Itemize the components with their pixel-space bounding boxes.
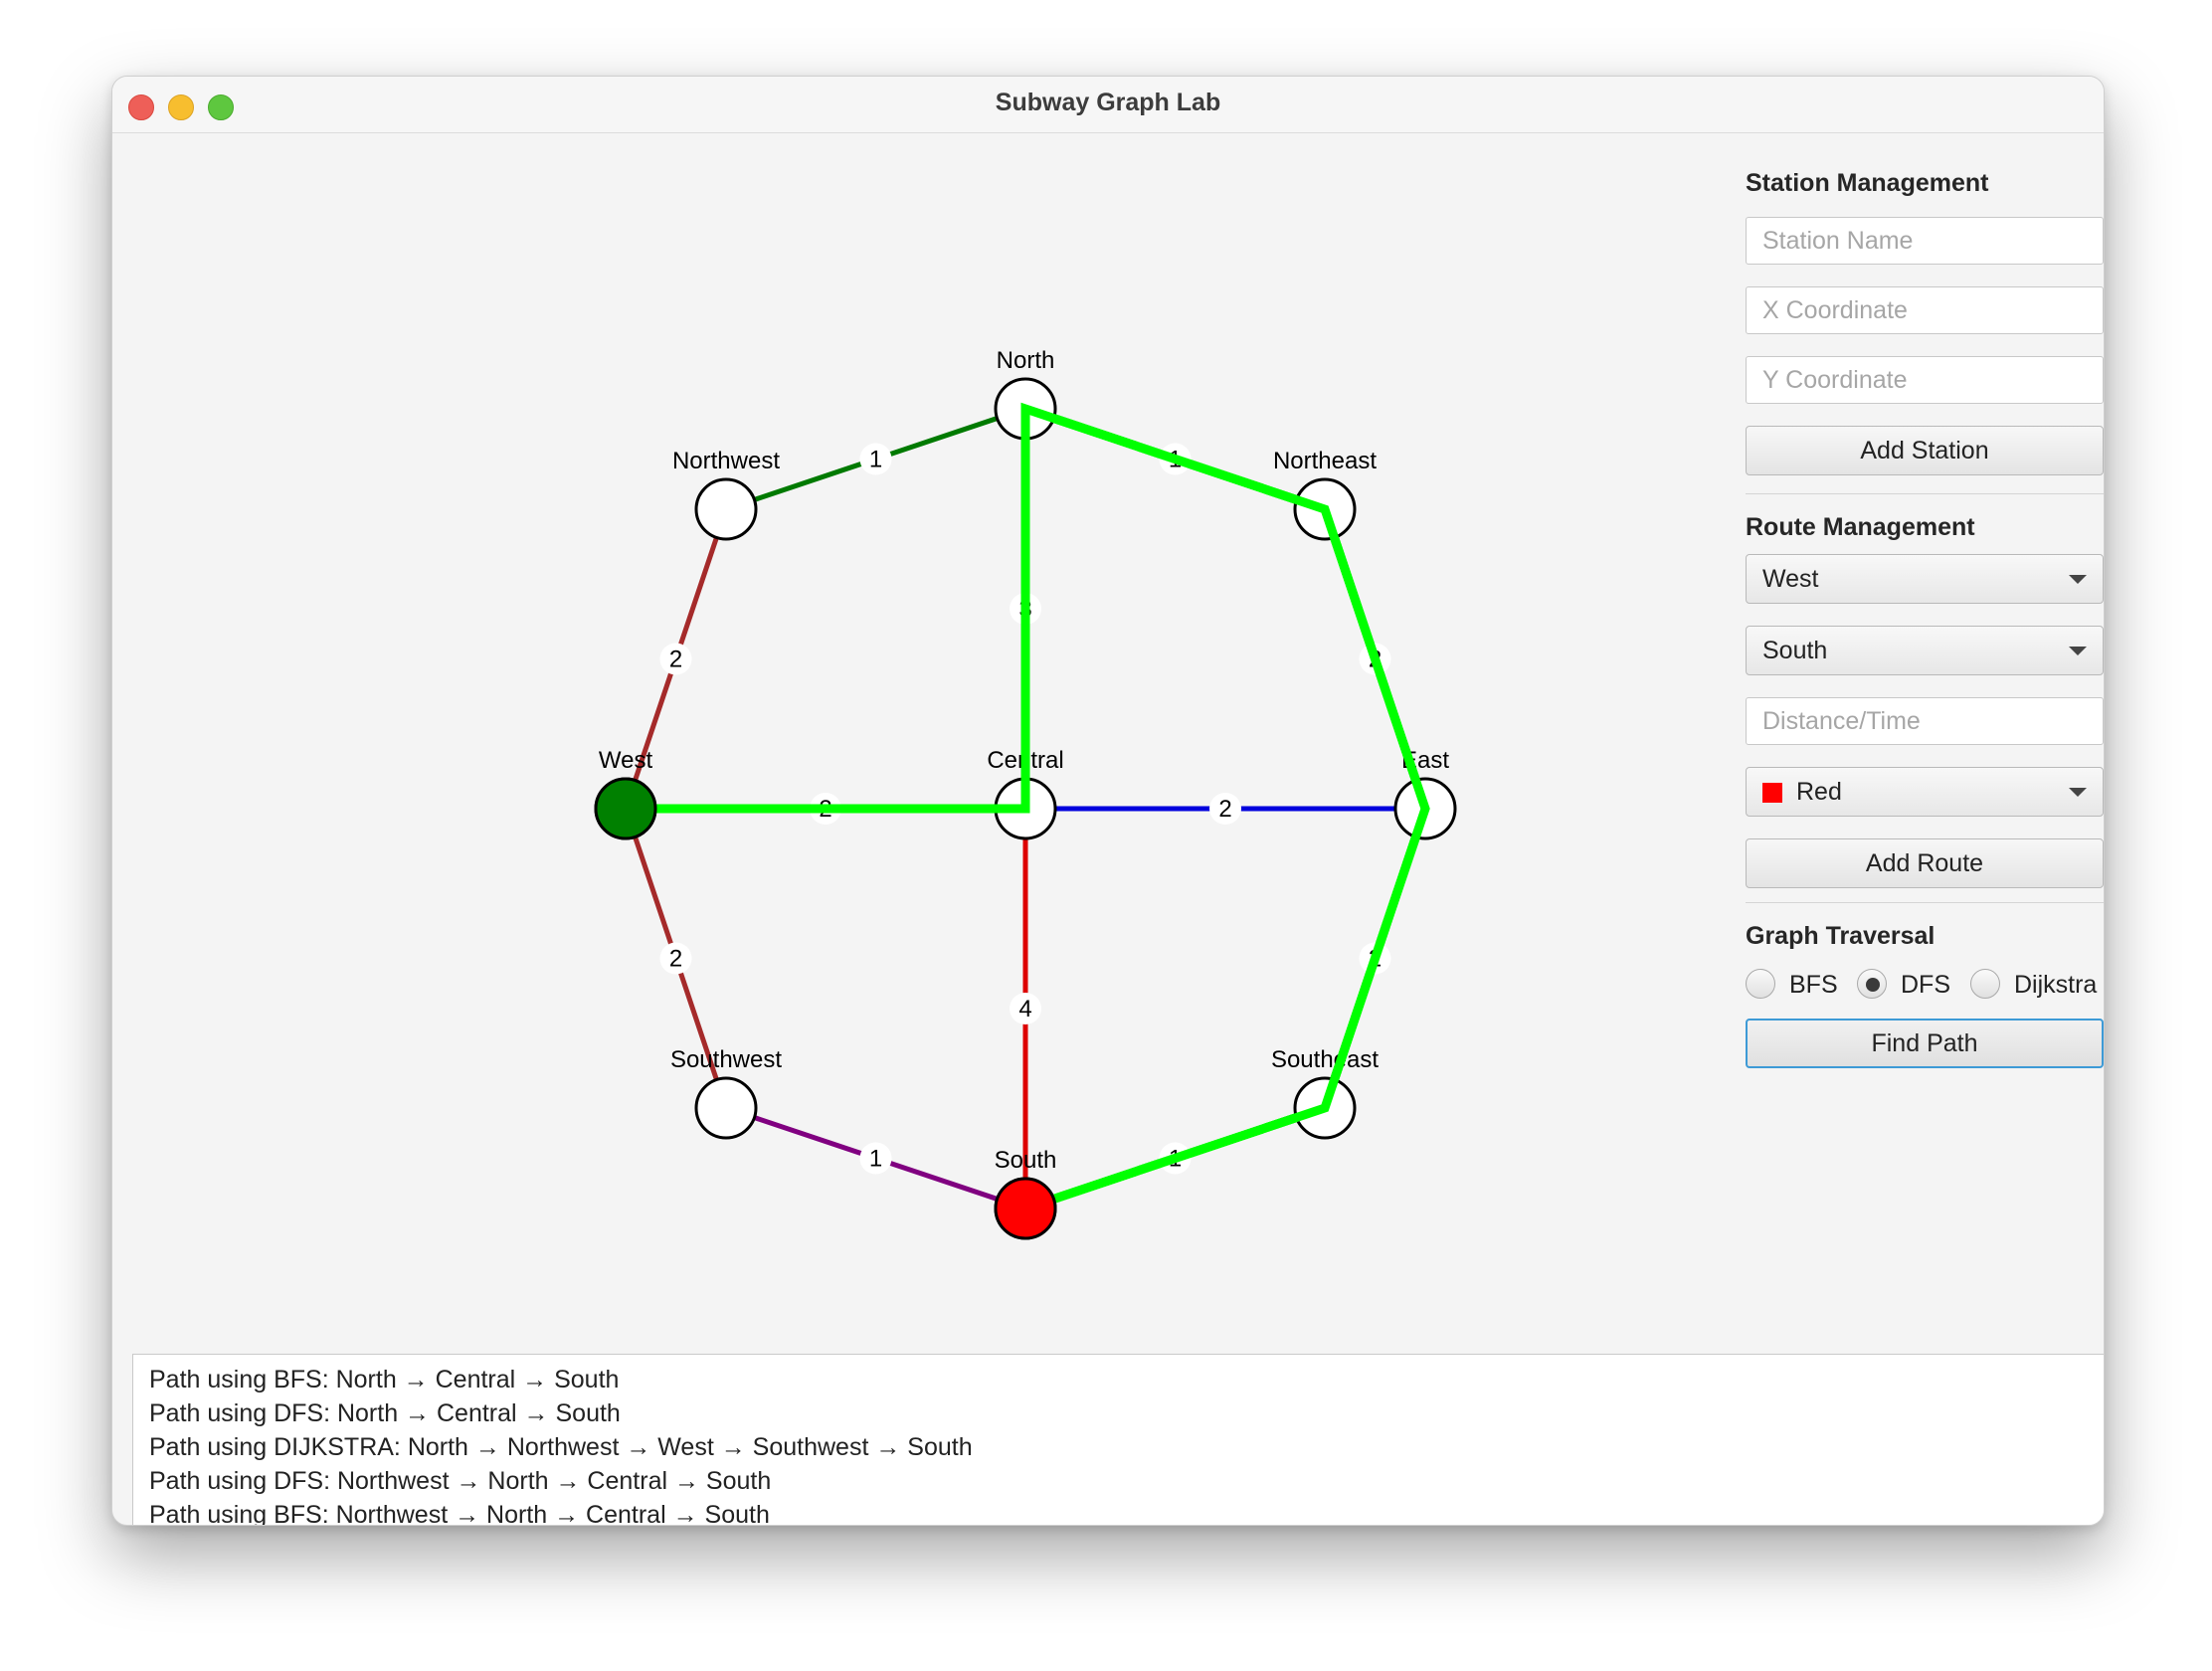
route-weight-northwest-north: 1 <box>859 443 892 475</box>
radio-dfs-label: DFS <box>1901 971 1950 999</box>
station-label: Northeast <box>1273 448 1377 474</box>
output-log[interactable]: Path using BFS: North → Central → South … <box>132 1354 2104 1525</box>
chevron-down-icon <box>2069 647 2087 655</box>
line-color-value: Red <box>1796 778 1842 806</box>
y-coordinate-input[interactable] <box>1746 356 2104 404</box>
station-name-input[interactable] <box>1746 217 2104 265</box>
control-panel: Station Management Add Station Route Man… <box>1746 166 2104 1068</box>
divider <box>1746 493 2104 494</box>
station-northwest[interactable]: Northwest <box>672 448 780 541</box>
close-window-button[interactable] <box>128 94 154 120</box>
add-station-button[interactable]: Add Station <box>1746 426 2104 475</box>
station-node-endpoint[interactable] <box>994 1177 1057 1240</box>
weight-label: 4 <box>1018 996 1031 1022</box>
weight-label: 2 <box>1218 796 1231 823</box>
weight-badge <box>1209 793 1241 825</box>
station-label: Southeast <box>1271 1046 1379 1073</box>
chevron-down-icon <box>2069 575 2087 584</box>
to-station-value: South <box>1762 637 1828 664</box>
weight-badge <box>659 643 692 675</box>
route-weight-west-southwest: 2 <box>659 942 692 975</box>
route-weight-central-south: 4 <box>1010 993 1041 1024</box>
weight-label: 2 <box>669 647 682 673</box>
station-label: West <box>599 747 653 774</box>
route-weight-southwest-south: 1 <box>859 1142 892 1175</box>
weight-label: 1 <box>869 447 882 473</box>
station-label: North <box>997 347 1055 374</box>
radio-dijkstra-label: Dijkstra <box>2014 971 2098 999</box>
weight-badge <box>1010 993 1041 1024</box>
log-line: Path using DFS: Northwest → North → Cent… <box>149 1467 772 1495</box>
log-line: Path using DIJKSTRA: North → Northwest →… <box>149 1433 973 1461</box>
line-color-select[interactable]: Red <box>1746 767 2104 817</box>
graph-svg[interactable]: 113222222411 NorthNorthwestNortheastWest… <box>112 133 1724 1327</box>
radio-dfs-circle[interactable] <box>1857 969 1887 999</box>
graph-canvas[interactable]: 113222222411 NorthNorthwestNortheastWest… <box>112 133 1724 1327</box>
station-node-endpoint[interactable] <box>594 777 657 840</box>
station-label: Northwest <box>672 448 780 474</box>
station-node[interactable] <box>694 1076 758 1140</box>
log-line: Path using DFS: North → Central → South <box>149 1399 621 1427</box>
station-label: South <box>995 1147 1057 1174</box>
station-management-title: Station Management <box>1746 169 1989 197</box>
highlighted-path-overlay <box>626 402 1430 1213</box>
station-east[interactable]: East <box>1393 747 1457 840</box>
traversal-radio-group: BFS DFS Dijkstra <box>1746 967 2104 1007</box>
minimize-window-button[interactable] <box>168 94 194 120</box>
weight-badge <box>859 1142 892 1175</box>
station-label: Southwest <box>670 1046 782 1073</box>
to-station-select[interactable]: South <box>1746 626 2104 675</box>
find-path-button[interactable]: Find Path <box>1746 1019 2104 1068</box>
radio-selected-dot <box>1866 978 1880 992</box>
station-southwest[interactable]: Southwest <box>670 1046 782 1140</box>
log-line: Path using BFS: Northwest → North → Cent… <box>149 1501 770 1526</box>
color-swatch <box>1762 783 1782 803</box>
title-bar: Subway Graph Lab <box>112 77 2104 133</box>
from-station-select[interactable]: West <box>1746 554 2104 604</box>
weight-label: 2 <box>669 946 682 973</box>
graph-traversal-title: Graph Traversal <box>1746 922 1936 950</box>
distance-time-input[interactable] <box>1746 697 2104 745</box>
weight-badge <box>659 942 692 975</box>
chevron-down-icon <box>2069 788 2087 797</box>
maximize-window-button[interactable] <box>208 94 234 120</box>
radio-bfs-label: BFS <box>1789 971 1838 999</box>
add-route-button[interactable]: Add Route <box>1746 838 2104 888</box>
highlight-through-nodes <box>594 402 1430 1240</box>
log-line: Path using BFS: North → Central → South <box>149 1366 620 1393</box>
route-weight-northwest-west: 2 <box>659 643 692 675</box>
app-window: Subway Graph Lab 113222222411 NorthNorth… <box>111 76 2105 1526</box>
station-node[interactable] <box>694 477 758 541</box>
from-station-value: West <box>1762 565 1819 593</box>
x-coordinate-input[interactable] <box>1746 286 2104 334</box>
window-title: Subway Graph Lab <box>995 89 1221 116</box>
radio-bfs-circle[interactable] <box>1746 969 1775 999</box>
radio-dijkstra-circle[interactable] <box>1970 969 2000 999</box>
route-weight-central-east: 2 <box>1209 793 1241 825</box>
divider <box>1746 902 2104 903</box>
route-management-title: Route Management <box>1746 513 1975 541</box>
weight-badge <box>859 443 892 475</box>
weight-label: 1 <box>869 1146 882 1173</box>
